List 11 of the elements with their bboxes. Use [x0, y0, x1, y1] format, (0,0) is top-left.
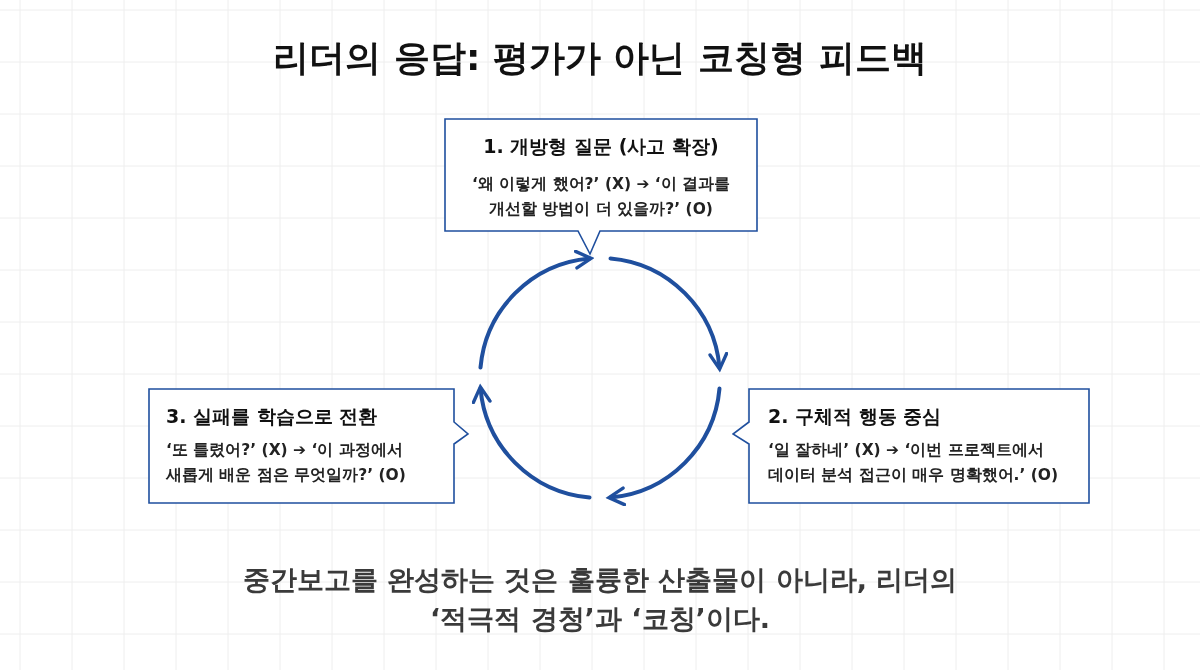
- speech-bubble: [444, 118, 758, 256]
- callout-heading: 1. 개방형 질문 (사고 확장): [482, 134, 720, 159]
- callout-text: ‘또 틀렸어?’ (X) ➔ ‘이 과정에서 새롭게 배운 점은 무엇일까?’ (O): [166, 440, 407, 486]
- callout-heading: 2. 구체적 행동 중심: [768, 404, 942, 429]
- callout-text: ‘일 잘하네’ (X) ➔ ‘이번 프로젝트에서 데이터 분석 접근이 매우 명확했어.’ (O): [768, 440, 1060, 486]
- caption: 중간보고를 완성하는 것은 훌륭한 산출물이 아니라, 리더의 ‘적극적 경청’과 ‘코칭’이다.: [241, 563, 959, 637]
- callout-heading: 3. 실패를 학습으로 전환: [166, 404, 378, 429]
- speech-bubble: [148, 388, 470, 504]
- speech-bubble: [732, 388, 1090, 504]
- title: 리더의 응답: 평가가 아닌 코칭형 피드백: [272, 36, 928, 80]
- callout-text: ‘왜 이렇게 했어?’ (X) ➔ ‘이 결과를 개선할 방법이 더 있을까?’ (O): [470, 174, 732, 220]
